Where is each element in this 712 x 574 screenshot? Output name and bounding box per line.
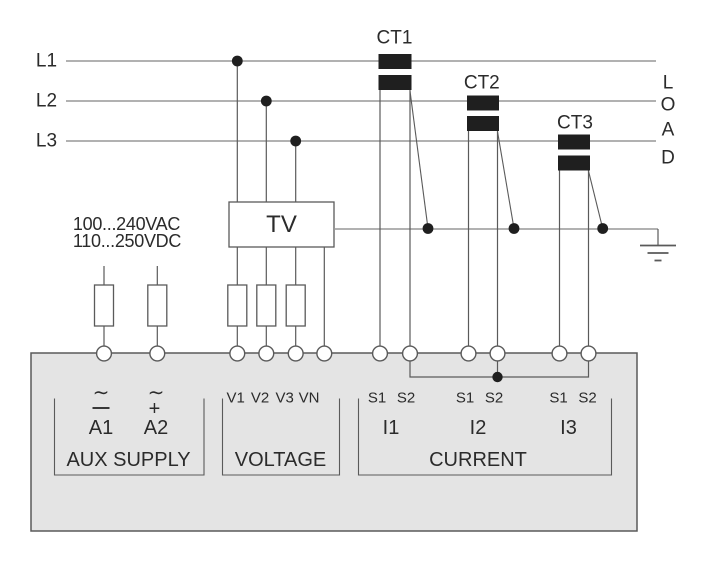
terminal-i2-s1: [460, 345, 477, 362]
terminal-a2: [149, 345, 166, 362]
channel-label-i3: I3: [560, 416, 577, 439]
voltage-section-title: VOLTAGE: [234, 448, 327, 471]
fuse-v1: [227, 284, 248, 327]
ct2-core-icon: [467, 116, 499, 131]
ct1-core-icon: [378, 75, 412, 90]
current-section-title: CURRENT: [429, 448, 527, 471]
junction-dot: [492, 371, 503, 383]
ct1-label: CT1: [376, 27, 413, 48]
ct2-label: CT2: [463, 72, 500, 93]
fuse-a1: [93, 284, 115, 327]
terminal-label-a2: A2: [143, 416, 169, 439]
terminal-label-i1-s2: S2: [396, 389, 416, 406]
junction-dot: [260, 95, 272, 107]
aux-section-title: AUX SUPPLY: [66, 448, 191, 471]
aux-section-bracket: [53, 398, 205, 476]
terminal-label-v2: V2: [250, 389, 270, 406]
fuse-v3: [285, 284, 306, 327]
fuse-a2: [147, 284, 168, 327]
aux-rating: 100...240VAC 110...250VDC: [72, 214, 182, 251]
ct2-earth-wire: [496, 131, 515, 229]
terminal-label-v1: V1: [226, 389, 245, 406]
terminal-v3: [287, 345, 304, 362]
load-label: L: [662, 72, 674, 94]
junction-dot: [597, 223, 609, 234]
fuse-v2: [256, 284, 277, 327]
terminal-a1: [95, 345, 113, 362]
phase-label-l3: L3: [35, 130, 58, 152]
ct3-label: CT3: [557, 112, 593, 133]
terminal-v2: [258, 345, 275, 362]
phase-label-l2: L2: [35, 90, 58, 112]
terminal-label-a1: A1: [88, 416, 114, 439]
voltage-section-bracket: [221, 398, 341, 476]
ct3-earth-wire: [587, 170, 604, 229]
terminal-v1: [229, 345, 246, 362]
terminal-label-v3: V3: [275, 389, 294, 406]
terminal-label-i3-s1: S1: [549, 389, 568, 406]
current-section-bracket: [357, 398, 613, 476]
junction-dot: [290, 135, 302, 147]
channel-label-i2: I2: [469, 416, 487, 439]
aux-rating-line1: 100...240VAC: [72, 214, 181, 234]
load-label: O: [660, 94, 676, 116]
ct1-core-icon: [378, 54, 412, 69]
junction-dot: [508, 223, 520, 234]
load-label: D: [661, 147, 675, 169]
terminal-label-i2-s1: S1: [455, 389, 475, 406]
channel-label-i1: I1: [382, 416, 400, 439]
meter-body: [30, 352, 638, 532]
junction-dot: [231, 55, 243, 67]
ct2-core-icon: [467, 95, 499, 111]
tv-box: [228, 201, 335, 248]
terminal-i3-s1: [551, 345, 568, 362]
a2-plus-symbol: +: [148, 398, 161, 420]
ct3-core-icon: [558, 134, 590, 150]
terminal-i1-s1: [371, 345, 389, 362]
a2-ac-symbol: ∼: [147, 381, 165, 404]
ct1-earth-wire: [409, 90, 429, 229]
ct3-core-icon: [558, 155, 590, 171]
terminal-i3-s2: [580, 345, 597, 362]
tv-label: TV: [266, 210, 297, 238]
terminal-label-i2-s2: S2: [484, 389, 504, 406]
terminal-i2-s2: [489, 345, 506, 362]
terminal-label-vn: VN: [298, 389, 320, 406]
terminal-i1-s2: [401, 345, 419, 362]
load-label: A: [661, 119, 675, 141]
phase-label-l1: L1: [35, 50, 58, 72]
terminal-label-i3-s2: S2: [578, 389, 597, 406]
terminal-label-i1-s1: S1: [367, 389, 387, 406]
junction-dot: [422, 223, 434, 234]
terminal-vn: [316, 345, 333, 362]
aux-rating-line2: 110...250VDC: [72, 231, 182, 251]
a1-ac-symbol: ∼: [92, 381, 110, 404]
